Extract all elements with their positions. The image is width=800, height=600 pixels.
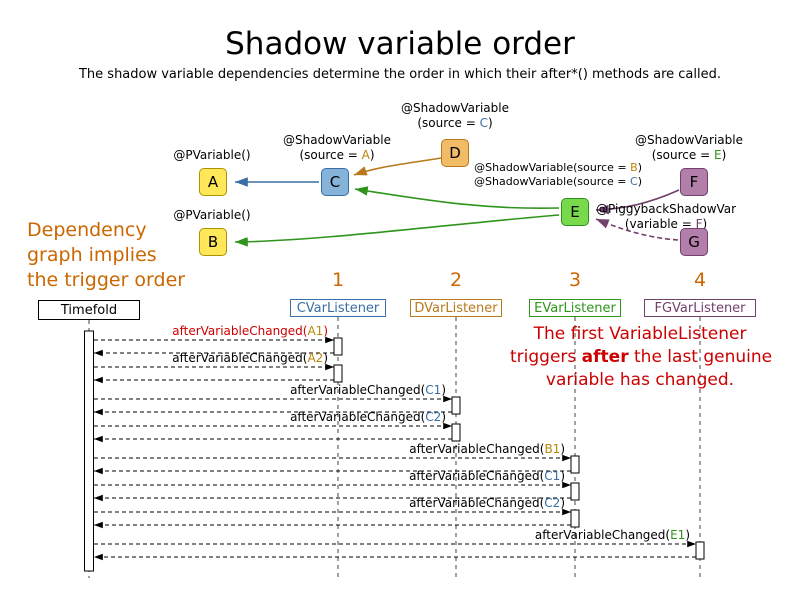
activation-evar-2 (570, 482, 580, 501)
node-b: B (199, 228, 227, 256)
annotation-g-line2: (variable = F) (624, 217, 708, 231)
annotation-e-line2: @ShadowVariable(source = C) (474, 175, 642, 188)
node-a: A (199, 168, 227, 196)
listener-cvar: CVarListener (290, 299, 386, 317)
arrow-f-to-e (595, 189, 680, 215)
annotation-b: @PVariable() (173, 208, 251, 222)
annotation-e-line1: @ShadowVariable(source = B) (474, 161, 642, 174)
node-e: E (561, 198, 589, 226)
annotation-d-line1: @ShadowVariable (401, 101, 509, 115)
node-c: C (321, 168, 349, 196)
annotation-f: @ShadowVariable (source = E) (634, 133, 744, 163)
node-f: F (680, 168, 708, 196)
annotation-e: @ShadowVariable(source = B) @ShadowVaria… (462, 161, 642, 189)
annotation-f-line2: (source = E) (651, 148, 727, 162)
listener-dvar: DVarListener (410, 299, 502, 317)
annotation-c-line2: (source = A) (299, 148, 375, 162)
page-subtitle: The shadow variable dependencies determi… (78, 67, 722, 82)
message-label-3: afterVariableChanged(C1) (290, 383, 446, 397)
activation-evar-1 (570, 455, 580, 474)
annotation-d-line2: (source = C) (417, 116, 493, 130)
timefold-box: Timefold (38, 300, 140, 320)
activation-cvar-1 (333, 337, 343, 356)
activation-cvar-2 (333, 364, 343, 383)
message-label-8: afterVariableChanged(E1) (534, 528, 690, 542)
message-label-4: afterVariableChanged(C2) (290, 410, 446, 424)
annotation-c: @ShadowVariable (source = A) (282, 133, 392, 163)
annotation-d: @ShadowVariable (source = C) (400, 101, 510, 131)
annotation-g-line1: @PiggybackShadowVar (596, 202, 737, 216)
arrow-e-to-c (354, 186, 560, 210)
order-number-3: 3 (568, 269, 582, 291)
page-title: Shadow variable order (225, 26, 575, 62)
message-label-5: afterVariableChanged(B1) (409, 442, 565, 456)
dependency-order-note: Dependency graph implies the trigger ord… (27, 219, 186, 291)
annotation-c-line1: @ShadowVariable (283, 133, 391, 147)
listener-evar: EVarListener (529, 299, 621, 317)
activation-evar-3 (570, 509, 580, 528)
activation-dvar-1 (451, 396, 461, 415)
annotation-a: @PVariable() (173, 148, 251, 162)
activation-dvar-2 (451, 423, 461, 442)
listener-fgvar: FGVarListener (644, 299, 756, 317)
message-label-2: afterVariableChanged(A2) (172, 351, 328, 365)
message-label-1: afterVariableChanged(A1) (172, 324, 328, 338)
arrow-e-to-b (234, 214, 560, 247)
order-number-4: 4 (693, 269, 707, 291)
annotation-f-line1: @ShadowVariable (635, 133, 743, 147)
activation-timefold (84, 330, 94, 572)
order-number-2: 2 (449, 269, 463, 291)
message-label-7: afterVariableChanged(C2) (409, 496, 565, 510)
node-d: D (441, 139, 469, 167)
first-listener-note: The first VariableListener triggers afte… (510, 324, 773, 390)
activation-fgvar-1 (695, 541, 705, 560)
arrow-g-to-e (595, 218, 679, 241)
node-g: G (680, 228, 708, 256)
order-number-1: 1 (331, 269, 345, 291)
message-label-6: afterVariableChanged(C1) (409, 469, 565, 483)
annotation-g: @PiggybackShadowVar (variable = F) (596, 202, 736, 232)
arrow-d-to-c (353, 157, 442, 176)
